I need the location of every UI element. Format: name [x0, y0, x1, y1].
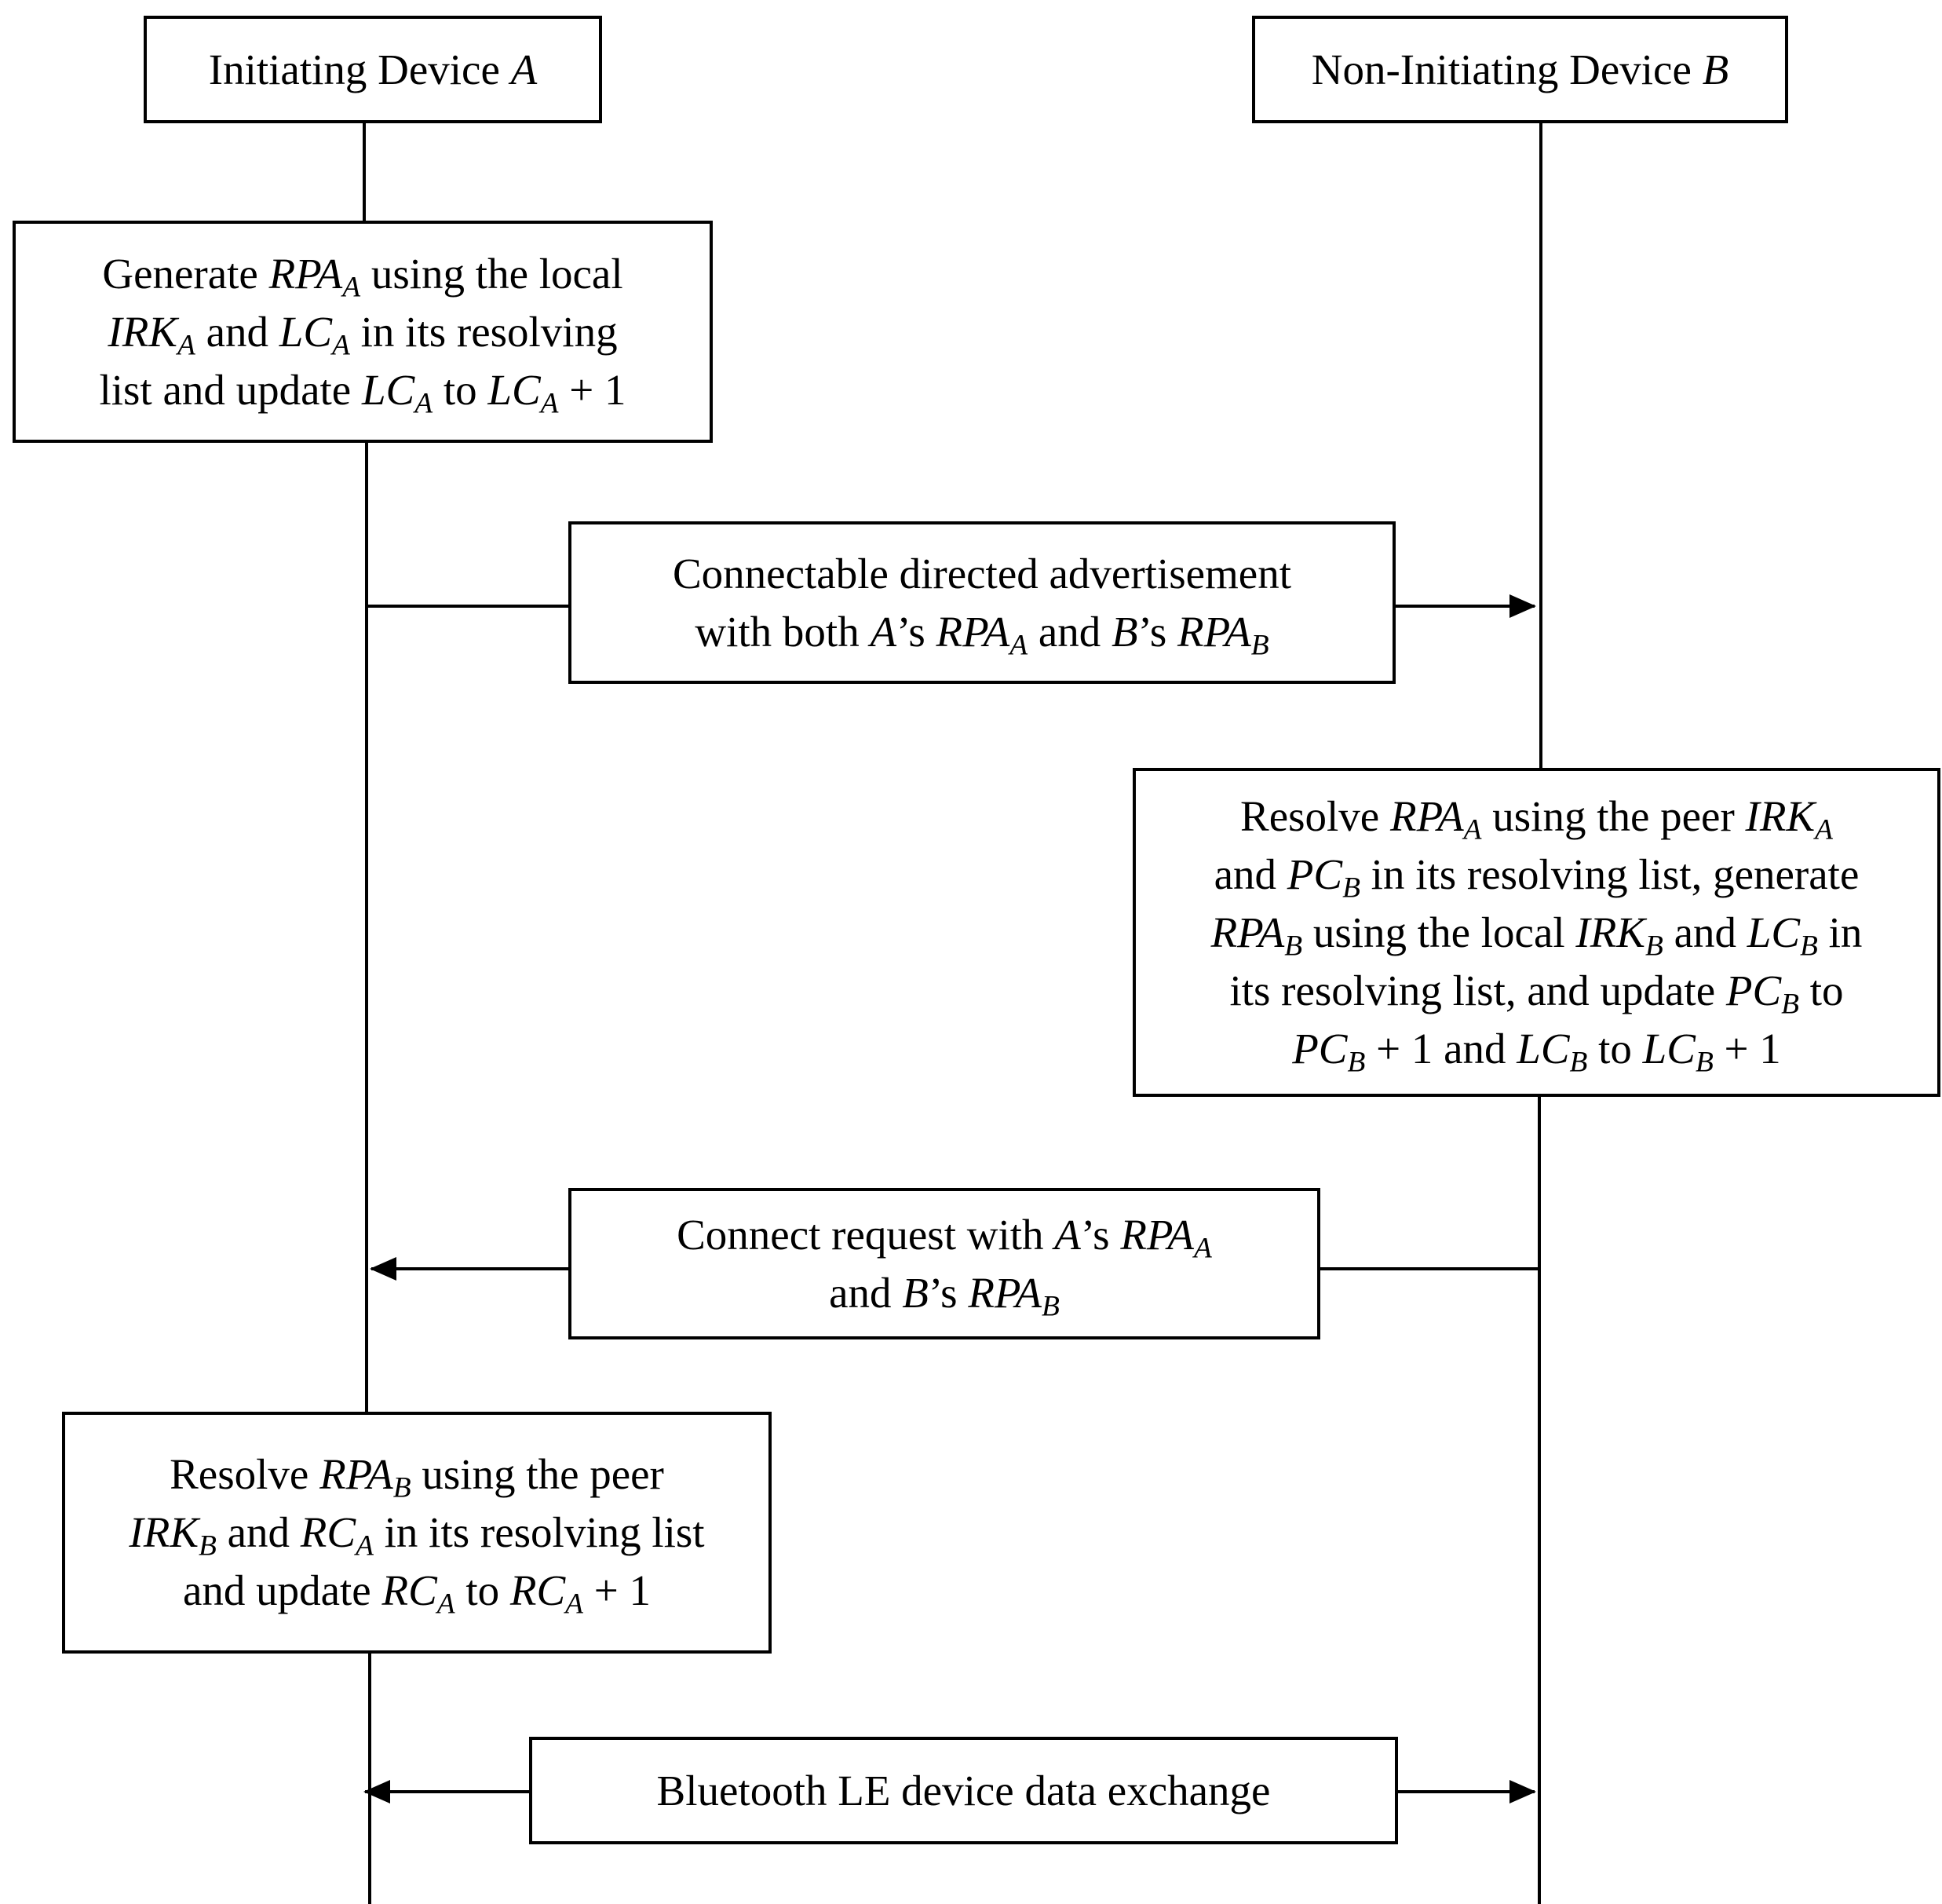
- math-variable: LC: [1747, 908, 1801, 956]
- text-line: and update RCA to RCA + 1: [182, 1566, 652, 1621]
- lifeline-header-b: Non-Initiating Device B: [1252, 16, 1788, 123]
- math-subscript: A: [436, 1588, 455, 1621]
- math-variable: A: [1054, 1210, 1081, 1259]
- math-variable: IRK: [1575, 908, 1645, 956]
- math-variable: LC: [1517, 1024, 1570, 1073]
- text-line: and PCB in its resolving list, generate: [1214, 850, 1860, 904]
- math-subscript: A: [414, 386, 433, 419]
- math-subscript: A: [1463, 813, 1482, 846]
- math-subscript: B: [1569, 1045, 1588, 1078]
- math-subscript: B: [1645, 929, 1663, 962]
- text-line: and B’s RPAB: [829, 1268, 1060, 1322]
- math-variable: LC: [487, 365, 541, 414]
- math-variable: PC: [1292, 1024, 1348, 1073]
- message-label-data-exchange-text: Bluetooth LE device data exchange: [657, 1762, 1271, 1820]
- text-line: PCB + 1 and LCB to LCB + 1: [1292, 1024, 1781, 1078]
- math-subscript: B: [1800, 929, 1818, 962]
- math-subscript: A: [1815, 813, 1833, 846]
- lifeline-header-a: Initiating Device A: [144, 16, 602, 123]
- math-subscript: B: [1695, 1045, 1714, 1078]
- math-variable: A: [870, 607, 897, 656]
- math-variable: A: [510, 45, 538, 93]
- math-variable: RC: [381, 1566, 437, 1614]
- text-line: Bluetooth LE device data exchange: [656, 1766, 1271, 1814]
- text-line: list and update LCA to LCA + 1: [99, 365, 626, 419]
- math-subscript: A: [177, 328, 195, 361]
- math-variable: IRK: [129, 1508, 199, 1556]
- math-variable: RPA: [1177, 607, 1251, 656]
- math-variable: RPA: [268, 249, 343, 298]
- math-variable: RPA: [968, 1268, 1042, 1317]
- math-variable: B: [1702, 45, 1729, 93]
- math-variable: B: [902, 1268, 929, 1317]
- math-variable: LC: [361, 365, 415, 414]
- lifeline-header-b-label: Non-Initiating Device B: [1311, 45, 1729, 93]
- text-line: Generate RPAA using the local: [102, 249, 623, 303]
- math-variable: RPA: [1389, 791, 1464, 840]
- text-line: its resolving list, and update PCB to: [1229, 966, 1844, 1020]
- math-subscript: A: [565, 1588, 583, 1621]
- text-line: Connectable directed advertisement: [673, 549, 1291, 598]
- text-line: Resolve RPAA using the peer IRKA: [1240, 791, 1833, 846]
- math-subscript: B: [392, 1471, 411, 1504]
- text-line: Resolve RPAB using the peer: [170, 1450, 664, 1504]
- text-line: IRKA and LCA in its resolving: [108, 307, 618, 361]
- math-variable: RPA: [319, 1450, 393, 1498]
- text-line: IRKB and RCA in its resolving list: [129, 1508, 705, 1562]
- math-subscript: B: [1781, 987, 1799, 1020]
- math-subscript: B: [1347, 1045, 1366, 1078]
- math-variable: RC: [509, 1566, 566, 1614]
- math-variable: IRK: [1745, 791, 1816, 840]
- math-subscript: A: [540, 386, 559, 419]
- math-subscript: A: [356, 1529, 374, 1562]
- math-variable: PC: [1725, 966, 1782, 1014]
- math-subscript: B: [1284, 929, 1303, 962]
- math-variable: RPA: [1120, 1210, 1195, 1259]
- math-variable: RPA: [936, 607, 1010, 656]
- math-subscript: B: [199, 1529, 217, 1562]
- math-subscript: A: [1009, 628, 1028, 661]
- math-variable: B: [1111, 607, 1138, 656]
- math-variable: LC: [279, 307, 333, 356]
- math-subscript: B: [1342, 871, 1360, 904]
- text-line: Connect request with A’s RPAA: [677, 1210, 1212, 1264]
- message-label-data-exchange: Bluetooth LE device data exchange: [529, 1737, 1398, 1844]
- math-subscript: A: [1194, 1231, 1212, 1264]
- math-variable: IRK: [108, 307, 177, 356]
- math-variable: PC: [1287, 850, 1343, 898]
- text-line: with both A’s RPAA and B’s RPAB: [695, 607, 1269, 661]
- math-subscript: A: [332, 328, 350, 361]
- math-subscript: B: [1250, 628, 1269, 661]
- text-line: RPAB using the local IRKB and LCB in: [1210, 908, 1863, 962]
- math-subscript: B: [1042, 1289, 1060, 1322]
- math-variable: RPA: [1210, 908, 1285, 956]
- math-subscript: A: [342, 270, 361, 303]
- math-variable: RC: [300, 1508, 356, 1556]
- lifeline-header-a-label: Initiating Device A: [208, 45, 538, 93]
- math-variable: LC: [1642, 1024, 1696, 1073]
